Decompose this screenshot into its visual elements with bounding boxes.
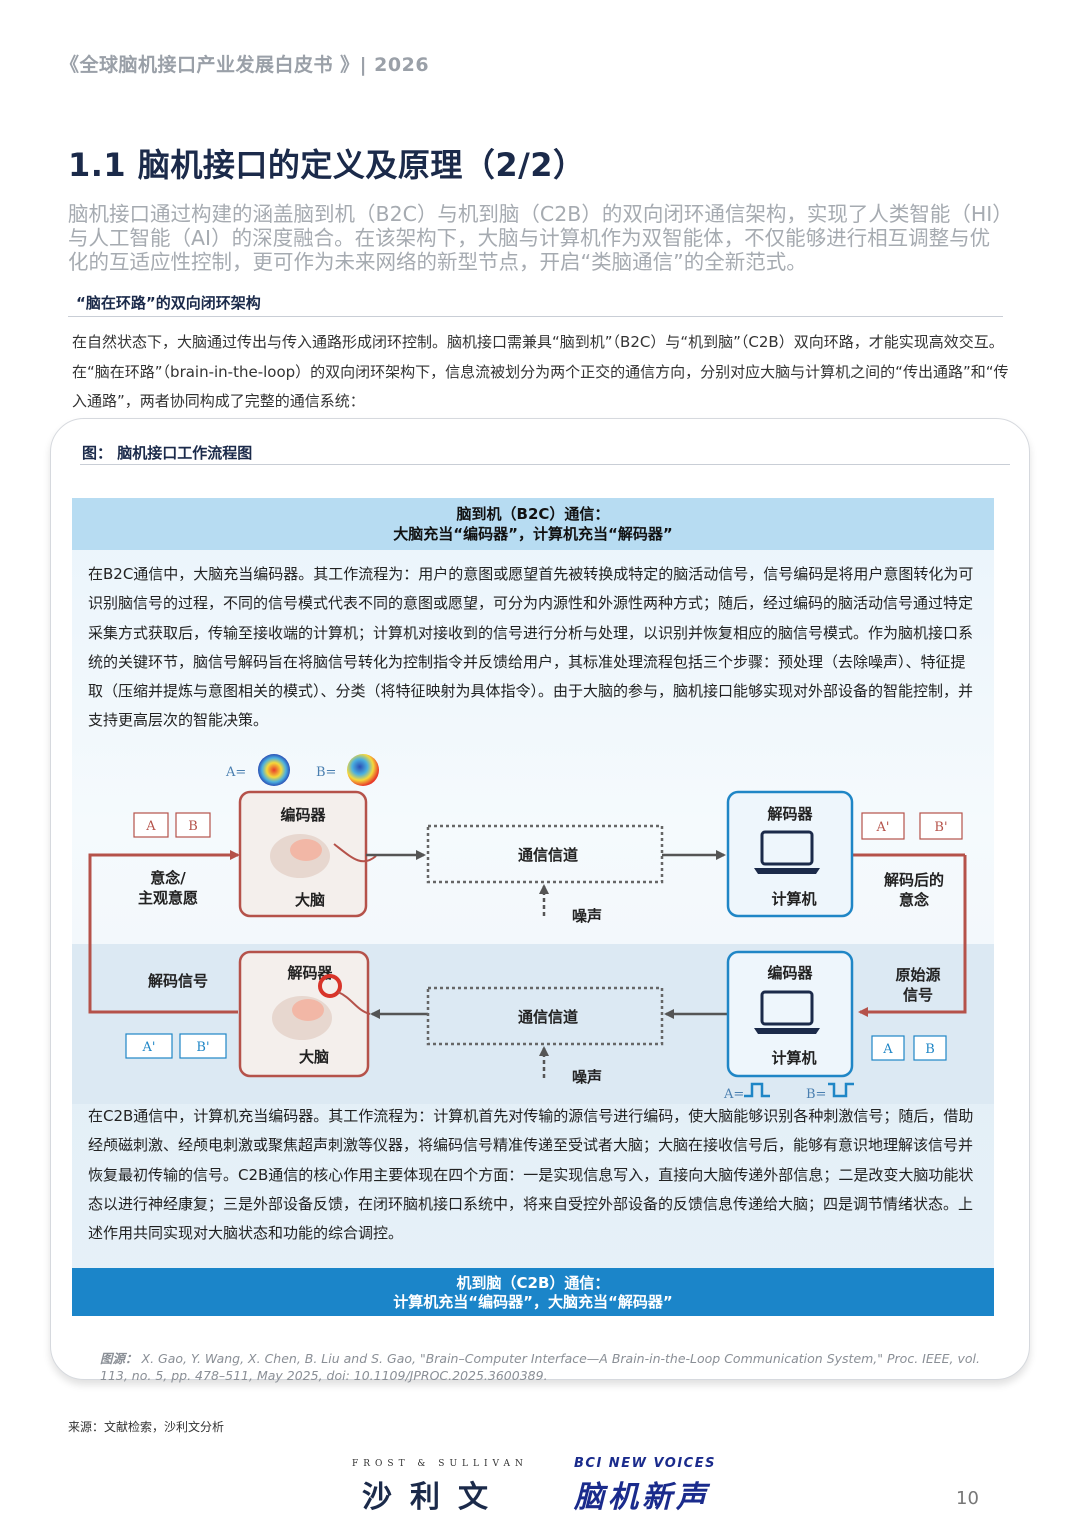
raw-signal-label: 原始源信号	[895, 966, 940, 1004]
brain-icon-bottom	[292, 999, 324, 1021]
symbol-box-a	[133, 812, 169, 838]
symbol-box-b	[175, 812, 211, 838]
figure-credit-text: X. Gao, Y. Wang, X. Chen, B. Liu and S. …	[100, 1351, 980, 1383]
section-subheading: “脑在环路”的双向闭环架构	[76, 294, 261, 312]
topography-b-icon	[347, 754, 379, 786]
brain-decoder-title: 解码器	[287, 964, 333, 982]
symbol-box-a-bottom	[871, 1035, 905, 1061]
symbol-box-b-prime-bottom-label: B'	[196, 1040, 209, 1055]
figure-title-divider	[80, 464, 1010, 465]
bci-workflow-diagram: A= B= A B 意念/主观意愿 编码器 大脑 通信信道 噪声 解码器 计算机…	[88, 754, 967, 1102]
square-wave-b-icon	[828, 1082, 854, 1098]
symbol-box-a-prime-bottom-label: A'	[142, 1040, 156, 1055]
symbol-box-b-bottom-label: B	[925, 1042, 935, 1057]
page-number: 10	[956, 1488, 979, 1509]
laptop-base-icon-bottom	[754, 1028, 820, 1034]
computer-decoder-box	[726, 790, 854, 918]
a-equals-label: A=	[225, 765, 246, 780]
brain-encoder-title: 编码器	[280, 806, 326, 824]
b-equals-wave-label: B=	[806, 1087, 826, 1102]
noise-label-top: 噪声	[572, 907, 602, 925]
symbol-box-a-prime	[861, 812, 905, 840]
laptop-base-icon	[754, 868, 820, 874]
c2b-band: 机到脑（C2B）通信： 计算机充当“编码器”，大脑充当“解码器”	[72, 1268, 994, 1316]
brain-icon	[290, 839, 322, 861]
channel-box-top	[426, 824, 664, 884]
coil-wire	[337, 991, 371, 1015]
computer-encoder-title: 编码器	[767, 964, 813, 982]
topography-a-icon	[258, 754, 290, 786]
symbol-box-a-label: A	[145, 819, 156, 834]
computer-decoder-label: 计算机	[771, 890, 816, 908]
c2b-description: 在C2B通信中，计算机充当编码器。其工作流程为：计算机首先对传输的源信号进行编码…	[88, 1107, 974, 1243]
figure-credit-label: 图源：	[100, 1351, 138, 1366]
square-wave-a-icon	[744, 1082, 770, 1098]
body-paragraph: 在自然状态下，大脑通过传出与传入通路形成闭环控制。脑机接口需兼具“脑到机”（B2…	[72, 333, 1009, 410]
symbol-box-b-prime-label: B'	[934, 820, 947, 835]
computer-decoder-title: 解码器	[767, 805, 813, 823]
b2c-band: 脑到机（B2C）通信： 大脑充当“编码器”，计算机充当“解码器”	[72, 498, 994, 550]
b2c-band-line1: 脑到机（B2C）通信：	[456, 505, 610, 523]
b-equals-label: B=	[316, 765, 336, 780]
symbol-box-a-bottom-label: A	[882, 1042, 893, 1057]
bci-new-voices-wordmark: BCI NEW VOICES	[574, 1456, 716, 1471]
page-title: 1.1 脑机接口的定义及原理（2/2）	[68, 146, 586, 184]
symbol-box-b-prime	[919, 812, 963, 840]
symbol-box-a-prime-label: A'	[876, 820, 890, 835]
intent-label: 意念/主观意愿	[138, 869, 198, 907]
b2c-band-line2: 大脑充当“编码器”，计算机充当“解码器”	[393, 525, 673, 543]
symbol-box-a-prime-bottom	[125, 1033, 173, 1059]
computer-encoder-label: 计算机	[771, 1049, 816, 1067]
laptop-icon	[760, 830, 814, 866]
noise-label-bottom: 噪声	[572, 1068, 602, 1086]
electrode-wire	[333, 843, 377, 863]
bci-new-voices-logo: 脑机新声	[574, 1480, 710, 1515]
symbol-box-b-prime-bottom	[179, 1033, 227, 1059]
laptop-icon-bottom	[760, 990, 814, 1026]
figure-credit: 图源： X. Gao, Y. Wang, X. Chen, B. Liu and…	[100, 1350, 990, 1384]
decoded-intent-label: 解码后的意念	[884, 871, 944, 909]
frost-sullivan-wordmark: FROST & SULLIVAN	[352, 1459, 528, 1469]
channel-label-bottom: 通信信道	[518, 1008, 578, 1026]
return-loop-arrow	[88, 850, 240, 1014]
c2b-band-line1: 机到脑（C2B）通信：	[456, 1274, 610, 1292]
brain-encoder-label: 大脑	[295, 891, 325, 909]
symbol-box-b-label: B	[188, 819, 198, 834]
brain-decoder-label: 大脑	[299, 1048, 329, 1066]
channel-box-bottom	[426, 986, 664, 1046]
computer-encoder-box	[726, 950, 854, 1078]
channel-label-top: 通信信道	[518, 846, 578, 864]
intro-paragraph: 脑机接口通过构建的涵盖脑到机（B2C）与机到脑（C2B）的双向闭环通信架构，实现…	[68, 202, 1003, 274]
subheading-divider	[68, 316, 1003, 317]
figure-title: 图： 脑机接口工作流程图	[82, 444, 253, 462]
c2b-band-line2: 计算机充当“编码器”，大脑充当“解码器”	[393, 1293, 673, 1311]
decoded-signal-label: 解码信号	[148, 972, 208, 990]
stimulation-coil-icon	[318, 974, 342, 998]
frost-sullivan-logo: 沙利文	[362, 1480, 506, 1515]
feedback-loop-arrow	[858, 855, 967, 1017]
a-equals-wave-label: A=	[723, 1087, 744, 1102]
source-note: 来源：文献检索，沙利文分析	[68, 1420, 225, 1434]
symbol-box-b-bottom	[913, 1035, 947, 1061]
b2c-description: 在B2C通信中，大脑充当编码器。其工作流程为：用户的意图或愿望首先被转换成特定的…	[88, 565, 974, 730]
document-header: 《全球脑机接口产业发展白皮书 》| 2026	[60, 54, 430, 76]
